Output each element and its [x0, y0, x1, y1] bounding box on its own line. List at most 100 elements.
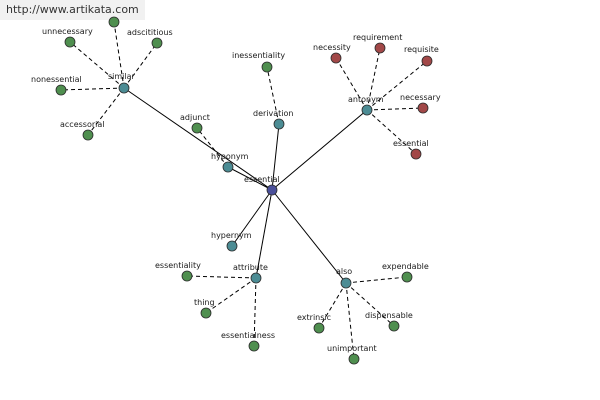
node-dispensable[interactable]: dispensable — [365, 311, 413, 332]
node-label-essential_ant: essential — [393, 139, 429, 148]
node-adscititious[interactable]: adscititious — [127, 28, 173, 49]
node-label-antonym: antonym — [348, 95, 384, 104]
node-label-adscititious: adscititious — [127, 28, 173, 37]
edge-derivation-inessentiality — [266, 66, 280, 125]
node-label-necessity: necessity — [313, 43, 351, 52]
edge-similar-unnecessary — [69, 41, 125, 89]
node-label-necessary: necessary — [400, 93, 441, 102]
node-circle-requirement[interactable] — [374, 42, 386, 54]
node-circle-essential_center[interactable] — [266, 184, 278, 196]
edge-also-unimportant — [345, 282, 355, 360]
node-label-requisite: requisite — [404, 45, 439, 54]
edges — [60, 21, 428, 360]
node-circle-hyponym[interactable] — [222, 161, 234, 173]
edge-similar-nonessential — [60, 87, 125, 91]
node-circle-unnecessary[interactable] — [64, 36, 76, 48]
nodes: essential similar hyponym derivation antonym… — [31, 16, 441, 365]
node-similar[interactable]: similar — [108, 72, 136, 94]
node-circle-similar[interactable] — [118, 82, 130, 94]
node-extrinsic[interactable]: extrinsic — [297, 313, 331, 334]
node-circle-essentialness[interactable] — [248, 340, 260, 352]
node-circle-extrinsic[interactable] — [313, 322, 325, 334]
node-circle-requisite[interactable] — [421, 55, 433, 67]
node-essentialness[interactable]: essentialness — [221, 331, 275, 352]
node-hypernym[interactable]: hypernym — [211, 231, 252, 252]
node-circle-thing[interactable] — [200, 307, 212, 319]
node-circle-accessorial[interactable] — [82, 129, 94, 141]
edge-essential_center-similar — [123, 87, 273, 191]
node-nonessential[interactable]: nonessential — [31, 75, 82, 96]
watermark-url[interactable]: http://www.artikata.com — [0, 0, 145, 20]
node-circle-necessary[interactable] — [417, 102, 429, 114]
node-circle-unimportant[interactable] — [348, 353, 360, 365]
node-essential_center[interactable]: essential — [244, 175, 280, 196]
edge-antonym-essential_ant — [366, 109, 417, 155]
node-circle-dispensable[interactable] — [388, 320, 400, 332]
node-circle-antonym[interactable] — [361, 104, 373, 116]
node-label-unnecessary: unnecessary — [42, 27, 93, 36]
node-circle-essentiality[interactable] — [181, 270, 193, 282]
node-circle-adscititious[interactable] — [151, 37, 163, 49]
edge-antonym-necessity — [335, 57, 368, 111]
node-essential_ant[interactable]: essential — [393, 139, 429, 160]
node-circle-derivation[interactable] — [273, 118, 285, 130]
node-necessary[interactable]: necessary — [400, 93, 441, 114]
edge-attribute-essentialness — [253, 277, 257, 347]
node-essentiality[interactable]: essentiality — [155, 261, 201, 282]
node-necessity[interactable]: necessity — [313, 43, 351, 64]
node-circle-top_unlabeled[interactable] — [108, 16, 120, 28]
node-unimportant[interactable]: unimportant — [327, 344, 377, 365]
edge-essential_center-antonym — [271, 109, 368, 191]
edge-essential_center-derivation — [271, 123, 280, 191]
node-requisite[interactable]: requisite — [404, 45, 439, 67]
node-circle-necessity[interactable] — [330, 52, 342, 64]
edge-antonym-requisite — [366, 60, 428, 111]
node-antonym[interactable]: antonym — [348, 95, 384, 116]
node-unnecessary[interactable]: unnecessary — [42, 27, 93, 48]
node-label-extrinsic: extrinsic — [297, 313, 331, 322]
node-label-similar: similar — [108, 72, 136, 81]
node-hyponym[interactable]: hyponym — [211, 152, 249, 173]
edge-also-extrinsic — [318, 282, 347, 329]
edge-attribute-thing — [205, 277, 257, 314]
edge-essential_center-also — [271, 189, 347, 284]
node-label-hyponym: hyponym — [211, 152, 249, 161]
node-circle-adjunct[interactable] — [191, 122, 203, 134]
node-circle-nonessential[interactable] — [55, 84, 67, 96]
node-label-accessorial: accessorial — [60, 120, 105, 129]
node-accessorial[interactable]: accessorial — [60, 120, 105, 141]
node-top_unlabeled[interactable] — [108, 16, 120, 28]
node-adjunct[interactable]: adjunct — [180, 113, 210, 134]
edge-essential_center-hypernym — [231, 189, 273, 247]
edge-also-dispensable — [345, 282, 395, 327]
node-thing[interactable]: thing — [194, 298, 215, 319]
node-inessentiality[interactable]: inessentiality — [232, 51, 285, 73]
node-circle-inessentiality[interactable] — [261, 61, 273, 73]
edge-hyponym-adjunct — [196, 127, 229, 168]
edge-similar-adscititious — [123, 42, 158, 89]
node-expendable[interactable]: expendable — [382, 262, 429, 283]
node-label-also: also — [336, 267, 352, 276]
edge-antonym-necessary — [366, 107, 424, 111]
node-label-adjunct: adjunct — [180, 113, 210, 122]
node-circle-expendable[interactable] — [401, 271, 413, 283]
node-label-essentialness: essentialness — [221, 331, 275, 340]
edge-attribute-essentiality — [186, 275, 257, 279]
node-circle-hypernym[interactable] — [226, 240, 238, 252]
node-also[interactable]: also — [336, 267, 352, 289]
node-label-hypernym: hypernym — [211, 231, 252, 240]
node-derivation[interactable]: derivation — [253, 109, 293, 130]
node-circle-essential_ant[interactable] — [410, 148, 422, 160]
edge-antonym-requirement — [366, 47, 381, 111]
node-attribute[interactable]: attribute — [233, 263, 268, 284]
node-label-nonessential: nonessential — [31, 75, 82, 84]
node-circle-attribute[interactable] — [250, 272, 262, 284]
node-label-attribute: attribute — [233, 263, 268, 272]
node-label-essentiality: essentiality — [155, 261, 201, 270]
node-circle-also[interactable] — [340, 277, 352, 289]
edge-essential_center-attribute — [255, 189, 273, 279]
node-label-essential_center: essential — [244, 175, 280, 184]
node-label-unimportant: unimportant — [327, 344, 377, 353]
node-requirement[interactable]: requirement — [353, 33, 402, 54]
